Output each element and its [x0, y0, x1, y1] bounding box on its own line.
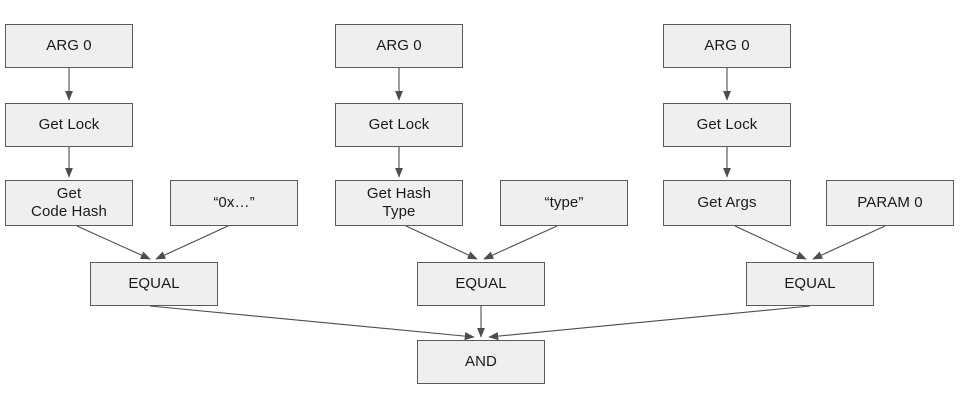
node-param0[interactable]: PARAM 0 [826, 180, 954, 226]
edge-equal_c-to-and [488, 305, 811, 341]
edge-getargs-to-equal_c [734, 225, 807, 260]
edge-equal_a-to-and [149, 305, 475, 341]
node-getlock_c[interactable]: Get Lock [663, 103, 791, 147]
edge-param0-to-equal_c [812, 225, 886, 260]
node-gethashtype[interactable]: Get Hash Type [335, 180, 463, 226]
node-equal_a[interactable]: EQUAL [90, 262, 218, 306]
node-hexlit[interactable]: “0x…” [170, 180, 298, 226]
edge-hexlit-to-equal_a [155, 225, 229, 260]
edge-gethashtype-to-equal_b [405, 225, 478, 260]
node-getlock_b[interactable]: Get Lock [335, 103, 463, 147]
edge-getcodehash-to-equal_a [76, 225, 151, 260]
node-equal_b[interactable]: EQUAL [417, 262, 545, 306]
node-typelit[interactable]: “type” [500, 180, 628, 226]
node-arg0_b[interactable]: ARG 0 [335, 24, 463, 68]
node-arg0_c[interactable]: ARG 0 [663, 24, 791, 68]
edge-typelit-to-equal_b [483, 225, 558, 260]
node-and[interactable]: AND [417, 340, 545, 384]
node-getargs[interactable]: Get Args [663, 180, 791, 226]
node-equal_c[interactable]: EQUAL [746, 262, 874, 306]
node-getcodehash[interactable]: Get Code Hash [5, 180, 133, 226]
node-getlock_a[interactable]: Get Lock [5, 103, 133, 147]
node-arg0_a[interactable]: ARG 0 [5, 24, 133, 68]
